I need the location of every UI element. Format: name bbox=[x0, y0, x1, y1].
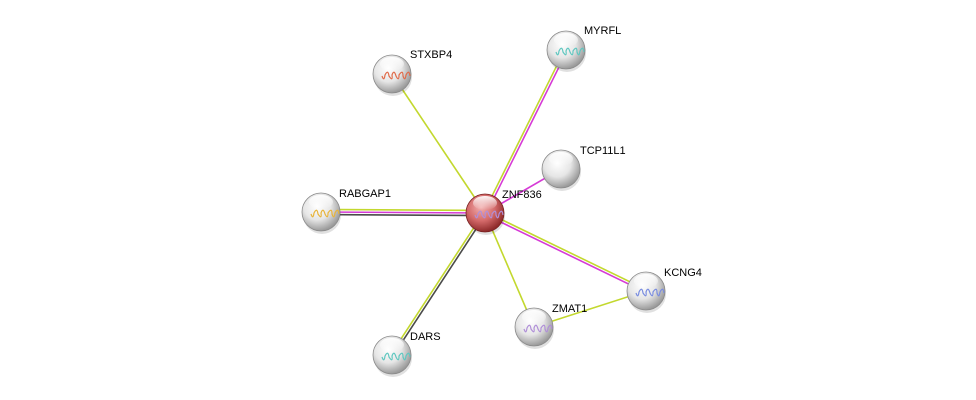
protein-structure-icon bbox=[310, 209, 340, 218]
edge-line-coexpression bbox=[485, 50, 568, 214]
node-highlight bbox=[554, 33, 578, 47]
edge-line-textmining bbox=[485, 211, 647, 291]
edge-znf836-dars[interactable] bbox=[390, 211, 487, 357]
node-kcng4[interactable]: KCNG4 bbox=[626, 267, 702, 313]
edge-line-textmining bbox=[483, 49, 566, 213]
edge-line-textmining bbox=[391, 73, 486, 214]
node-highlight bbox=[634, 274, 658, 288]
node-stxbp4[interactable]: STXBP4 bbox=[372, 49, 452, 96]
edge-znf836-zmat1[interactable] bbox=[484, 212, 535, 328]
node-znf836[interactable]: ZNF836 bbox=[465, 189, 542, 235]
protein-structure-icon bbox=[555, 47, 585, 56]
node-label: RABGAP1 bbox=[339, 188, 391, 200]
edge-znf836-kcng4[interactable] bbox=[484, 211, 647, 293]
protein-structure-icon bbox=[523, 324, 553, 333]
node-highlight bbox=[380, 57, 404, 71]
node-zmat1[interactable]: ZMAT1 bbox=[514, 303, 587, 349]
node-label: KCNG4 bbox=[664, 267, 702, 279]
node-highlight bbox=[549, 152, 573, 166]
node-label: DARS bbox=[410, 331, 441, 343]
node-dars[interactable]: DARS bbox=[372, 331, 441, 377]
protein-structure-icon bbox=[474, 210, 504, 219]
protein-structure-icon bbox=[381, 352, 411, 361]
edge-line-homology bbox=[392, 213, 487, 357]
protein-structure-icon bbox=[635, 288, 665, 297]
edge-line-textmining bbox=[484, 212, 535, 328]
edge-line-textmining bbox=[533, 290, 647, 328]
node-rabgap1[interactable]: RABGAP1 bbox=[301, 188, 391, 234]
node-highlight bbox=[380, 338, 404, 352]
node-myrfl[interactable]: MYRFL bbox=[546, 25, 621, 72]
edge-line-homology bbox=[320, 213, 485, 217]
edge-znf836-myrfl[interactable] bbox=[483, 49, 568, 214]
node-label: TCP11L1 bbox=[580, 145, 626, 157]
node-highlight bbox=[309, 195, 333, 209]
node-label: ZNF836 bbox=[502, 189, 542, 201]
edge-line-coexpression bbox=[484, 213, 646, 293]
edge-znf836-rabgap1[interactable] bbox=[320, 208, 486, 217]
node-label: ZMAT1 bbox=[552, 303, 587, 315]
node-label: MYRFL bbox=[584, 25, 621, 37]
node-label: STXBP4 bbox=[410, 49, 452, 61]
edge-zmat1-kcng4[interactable] bbox=[533, 290, 647, 328]
edge-line-textmining bbox=[390, 211, 485, 355]
edge-znf836-stxbp4[interactable] bbox=[391, 73, 486, 214]
node-highlight bbox=[473, 196, 497, 210]
node-highlight bbox=[522, 310, 546, 324]
protein-structure-icon bbox=[381, 71, 411, 80]
edge-line-textmining bbox=[321, 208, 486, 212]
node-tcp11l1[interactable]: TCP11L1 bbox=[541, 145, 626, 191]
edge-line-coexpression bbox=[320, 211, 486, 214]
